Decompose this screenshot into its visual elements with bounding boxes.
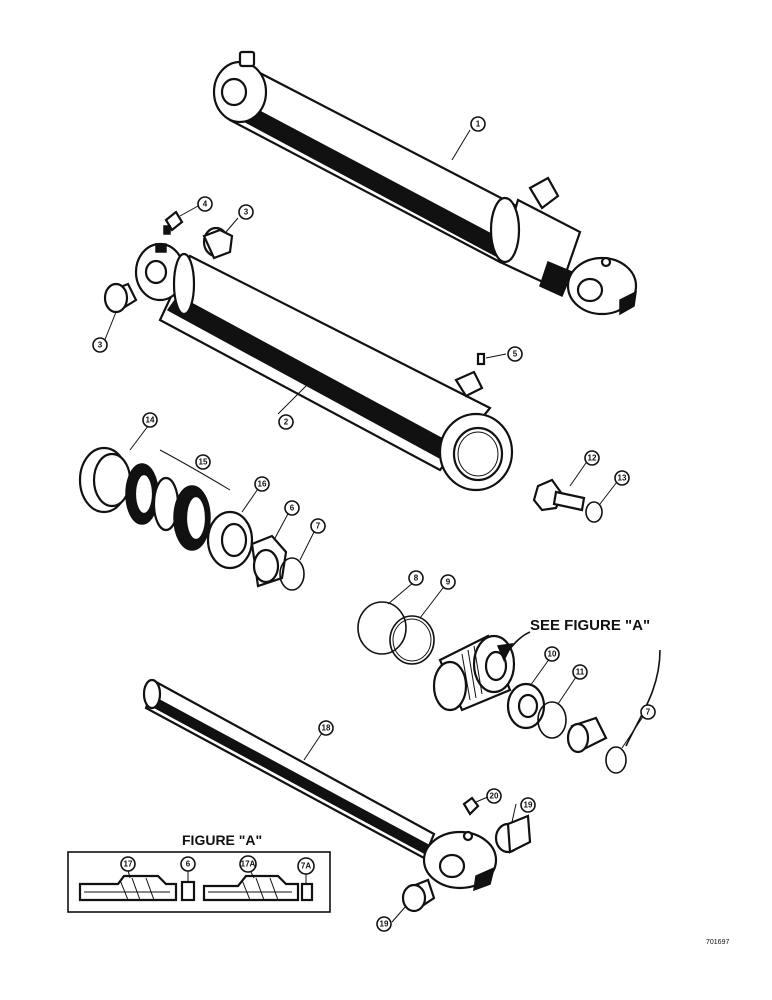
svg-text:1: 1 [476, 120, 481, 129]
svg-text:14: 14 [146, 416, 155, 425]
bushing-part-19-right [494, 814, 532, 854]
piston-part-14 [78, 446, 132, 514]
callout-20: 20 [486, 788, 502, 804]
svg-text:3: 3 [244, 208, 249, 217]
callout-2: 2 [278, 414, 294, 430]
svg-text:13: 13 [618, 474, 627, 483]
o-ring-part-7-left [279, 557, 305, 591]
callout-13: 13 [614, 470, 630, 486]
cylinder-assembly-part-1 [212, 50, 638, 316]
callout-8: 8 [408, 570, 424, 586]
sleeve-part-7-right [566, 716, 608, 754]
piston-rod-part-18 [142, 678, 498, 892]
svg-text:12: 12 [588, 454, 597, 463]
svg-text:7: 7 [316, 522, 321, 531]
wear-ring-part-16 [206, 510, 254, 570]
svg-text:7: 7 [646, 708, 651, 717]
callout-7-left: 7 [310, 518, 326, 534]
svg-text:4: 4 [203, 200, 208, 209]
grease-fitting-part-5 [476, 352, 486, 366]
svg-text:5: 5 [513, 350, 518, 359]
svg-text:16: 16 [258, 480, 267, 489]
wiper-part-10 [506, 682, 546, 730]
o-ring-part-8 [357, 601, 407, 655]
svg-text:19: 19 [524, 801, 533, 810]
svg-text:6: 6 [290, 504, 295, 513]
callout-16: 16 [254, 476, 270, 492]
bolt-part-12 [532, 478, 586, 512]
callout-5: 5 [507, 346, 523, 362]
callout-3-lower: 3 [92, 337, 108, 353]
svg-text:6: 6 [186, 860, 191, 869]
figure-a-callout-6: 6 [180, 856, 196, 872]
backup-ring-part-9 [389, 615, 435, 665]
bushing-part-3-upper [202, 226, 234, 260]
grease-fitting-part-4 [163, 210, 184, 235]
svg-text:3: 3 [98, 341, 103, 350]
callout-19-right: 19 [520, 797, 536, 813]
o-ring-part-7-right [605, 746, 627, 774]
callout-9: 9 [440, 574, 456, 590]
svg-text:18: 18 [322, 724, 331, 733]
callout-14: 14 [142, 412, 158, 428]
nut-part-6 [250, 534, 288, 588]
callout-1: 1 [470, 116, 486, 132]
svg-text:10: 10 [548, 650, 557, 659]
figure-a-callout-17a: 17A [239, 855, 257, 873]
ring-part-11 [537, 701, 567, 739]
callout-19-left: 19 [376, 916, 392, 932]
grease-fitting-part-20 [462, 796, 480, 816]
callout-15: 15 [195, 454, 211, 470]
svg-text:20: 20 [490, 792, 499, 801]
callout-12: 12 [584, 450, 600, 466]
piston-seal-set-part-15 [125, 463, 211, 551]
part-7a-section [300, 882, 314, 902]
svg-text:7A: 7A [301, 862, 311, 871]
svg-text:19: 19 [380, 920, 389, 929]
figure-a-title: FIGURE "A" [182, 832, 262, 848]
callout-4: 4 [197, 196, 213, 212]
svg-text:11: 11 [576, 668, 585, 677]
callout-7-right: 7 [640, 704, 656, 720]
callout-18: 18 [318, 720, 334, 736]
figure-a-callout-17: 17 [120, 856, 136, 872]
svg-text:17: 17 [124, 860, 133, 869]
svg-text:15: 15 [199, 458, 208, 467]
svg-text:17A: 17A [241, 860, 256, 869]
callout-11: 11 [572, 664, 588, 680]
callout-10: 10 [544, 646, 560, 662]
bushing-part-19-left [401, 878, 436, 913]
svg-text:8: 8 [414, 574, 419, 583]
callout-3-upper: 3 [238, 204, 254, 220]
washer-part-13 [585, 501, 603, 523]
figure-a-inset: FIGURE "A" 17 6 17A 7A [67, 832, 331, 913]
part-6-section [180, 880, 196, 902]
callout-6: 6 [284, 500, 300, 516]
bushing-part-3-lower [103, 282, 138, 314]
svg-text:2: 2 [284, 418, 289, 427]
see-figure-a-label: SEE FIGURE "A" [530, 617, 650, 634]
cylinder-barrel-part-2 [134, 242, 514, 492]
drawing-number: 701697 [706, 939, 729, 946]
svg-text:9: 9 [446, 578, 451, 587]
figure-a-callout-7a: 7A [297, 857, 315, 875]
leader-lines [103, 129, 661, 923]
gland-section-17a [202, 874, 300, 902]
